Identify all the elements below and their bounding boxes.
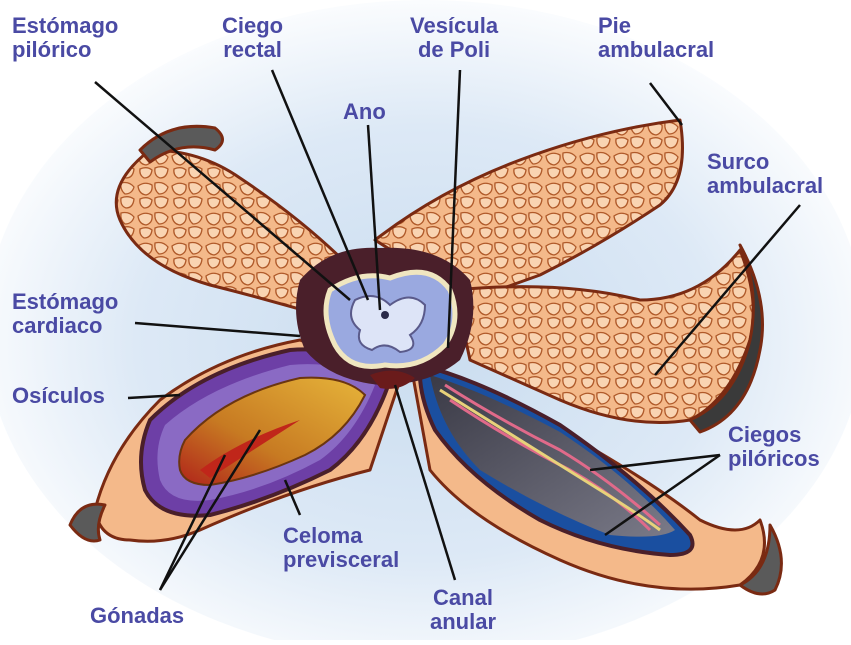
label-line: Vesícula <box>410 14 498 38</box>
stomach-pyloric <box>351 296 425 352</box>
label-pie-ambulacral: Pie ambulacral <box>598 14 714 62</box>
label-ciegos-piloricos: Ciegos pilóricos <box>728 423 820 471</box>
label-ano: Ano <box>343 100 386 124</box>
label-line: Celoma <box>283 524 399 548</box>
label-line: ambulacral <box>598 38 714 62</box>
label-line: Osículos <box>12 384 105 408</box>
label-line: ambulacral <box>707 174 823 198</box>
label-surco-ambulacral: Surco ambulacral <box>707 150 823 198</box>
label-line: pilórico <box>12 38 118 62</box>
label-line: Canal <box>430 586 496 610</box>
label-line: anular <box>430 610 496 634</box>
label-vesicula-poli: Vesícula de Poli <box>410 14 498 62</box>
label-celoma-previsceral: Celoma previsceral <box>283 524 399 572</box>
label-line: cardiaco <box>12 314 118 338</box>
label-line: Ciegos <box>728 423 820 447</box>
anus <box>381 311 389 319</box>
label-ciego-rectal: Ciego rectal <box>222 14 283 62</box>
label-line: de Poli <box>410 38 498 62</box>
label-line: pilóricos <box>728 447 820 471</box>
label-line: Gónadas <box>90 604 184 628</box>
label-line: previsceral <box>283 548 399 572</box>
label-estomago-cardiaco: Estómago cardiaco <box>12 290 118 338</box>
label-line: Estómago <box>12 14 118 38</box>
label-estomago-pilorico: Estómago pilórico <box>12 14 118 62</box>
label-line: Ciego <box>222 14 283 38</box>
label-line: Pie <box>598 14 714 38</box>
label-gonadas: Gónadas <box>90 604 184 628</box>
label-line: Estómago <box>12 290 118 314</box>
label-osiculos: Osículos <box>12 384 105 408</box>
label-line: rectal <box>222 38 283 62</box>
label-line: Ano <box>343 100 386 124</box>
label-canal-anular: Canal anular <box>430 586 496 634</box>
label-line: Surco <box>707 150 823 174</box>
